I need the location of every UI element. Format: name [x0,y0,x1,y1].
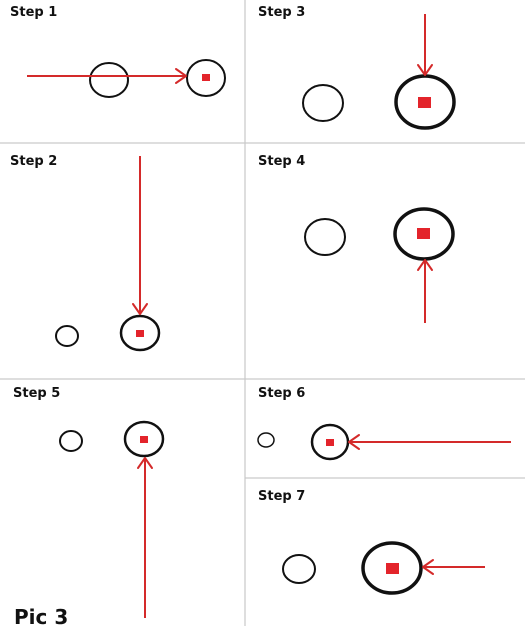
arrow-left [422,559,485,575]
step-4-panel: Step 4 [258,154,455,323]
right-circle [186,59,226,97]
step-3-panel: Step 3 [258,5,456,130]
left-circle [302,84,344,122]
right-circle [123,420,165,458]
arrow-down [132,156,148,315]
step-7-panel: Step 7 [258,489,485,595]
step-5-panel: Step 5 [13,386,165,618]
right-circle [394,74,456,130]
pic-title: Pic 3 [14,605,68,629]
step-2-panel: Step 2 [10,154,161,352]
left-circle [55,325,79,347]
step-1-panel: Step 1 [10,5,226,98]
red-marker [386,563,399,574]
step-7-label: Step 7 [258,489,305,504]
left-circle [304,218,346,256]
right-circle [361,541,423,595]
step-6-label: Step 6 [258,386,305,401]
step-6-panel: Step 6 [257,386,511,461]
red-marker [418,97,431,108]
step-4-label: Step 4 [258,154,305,169]
left-circle [89,62,129,98]
arrow-down [417,14,433,76]
red-marker [140,436,148,443]
arrow-up [137,457,153,618]
step-2-label: Step 2 [10,154,57,169]
right-circle [393,207,455,261]
red-marker [326,439,334,446]
step-3-label: Step 3 [258,5,305,20]
arrow-left [348,434,511,450]
left-circle [257,432,275,448]
red-marker [136,330,144,337]
red-marker [202,74,210,81]
right-circle [119,314,161,352]
step-1-label: Step 1 [10,5,57,20]
step-5-label: Step 5 [13,386,60,401]
left-circle [282,554,316,584]
red-marker [417,228,430,239]
arrow-right [27,68,187,84]
left-circle [59,430,83,452]
arrow-up [417,259,433,323]
